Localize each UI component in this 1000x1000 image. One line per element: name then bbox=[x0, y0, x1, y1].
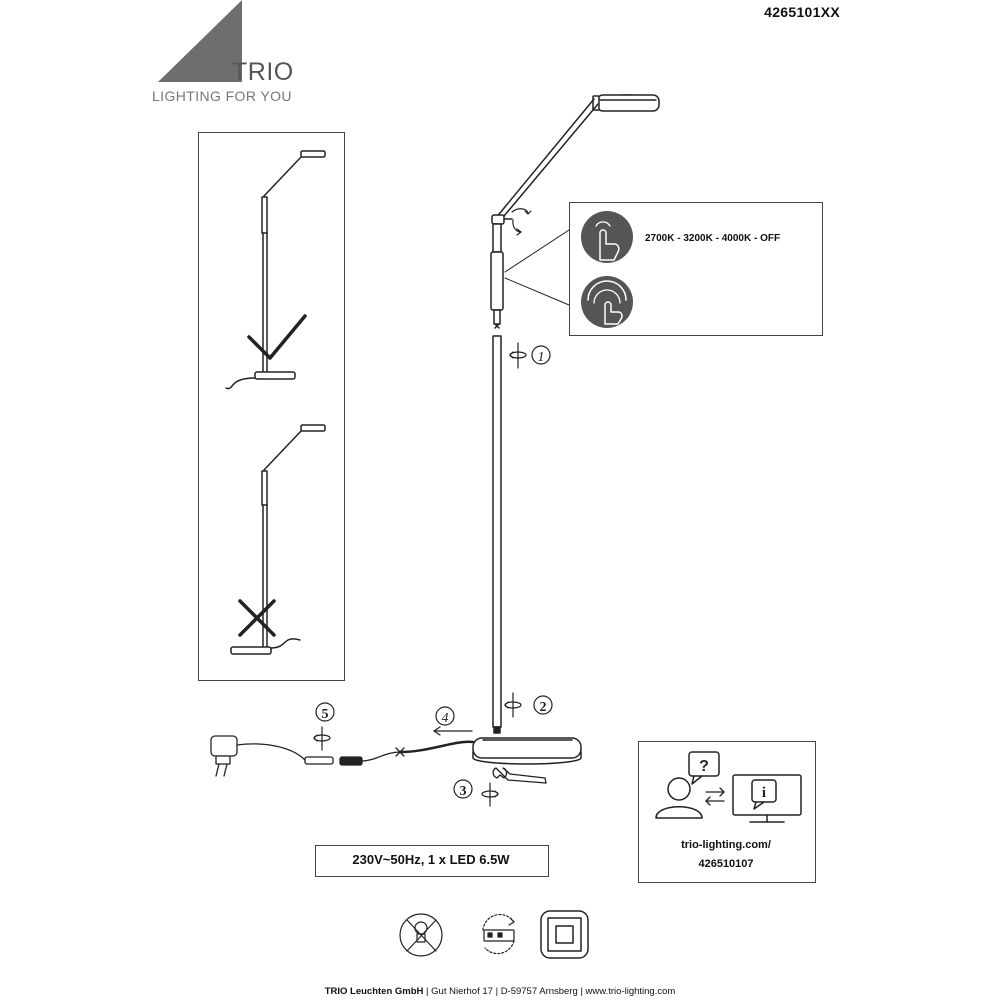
online-info-box bbox=[638, 741, 816, 883]
touch-swipe-dim-icon bbox=[581, 276, 633, 328]
support-url-line2[interactable]: 426510107 bbox=[698, 858, 754, 870]
step-3-number: 3 bbox=[460, 784, 467, 799]
monitor-info-icon bbox=[732, 774, 802, 823]
footer-address: Gut Nierhof 17 bbox=[431, 986, 493, 997]
support-url[interactable]: trio-lighting.com/ 426510107 bbox=[638, 836, 814, 874]
exchange-arrows-icon bbox=[705, 787, 725, 806]
step-1-icon bbox=[509, 342, 551, 369]
led-not-replaceable-icon bbox=[399, 913, 443, 957]
step-1-number: 1 bbox=[538, 350, 545, 365]
step-3-icon bbox=[453, 779, 499, 807]
cable-connector bbox=[304, 740, 475, 766]
color-temperature-options: 2700K - 3200K - 4000K - OFF bbox=[645, 233, 781, 244]
trio-logo-triangle bbox=[158, 0, 242, 82]
rotate-arrow-icon bbox=[511, 208, 532, 236]
step-2-icon bbox=[504, 692, 553, 718]
cross-mark-icon bbox=[238, 599, 276, 637]
support-url-line1[interactable]: trio-lighting.com/ bbox=[681, 839, 771, 851]
check-mark-icon bbox=[247, 314, 307, 360]
power-adapter bbox=[210, 735, 306, 777]
footer-company: TRIO Leuchten GmbH bbox=[324, 986, 424, 997]
step-5-number: 5 bbox=[322, 707, 329, 722]
touch-tap-icon bbox=[581, 211, 633, 263]
switch-callout-lines bbox=[504, 229, 570, 306]
logo-name: TRIO bbox=[232, 58, 294, 86]
step-4-number: 4 bbox=[442, 711, 449, 726]
correct-placement-panel bbox=[198, 132, 345, 407]
user-question-icon bbox=[655, 751, 720, 819]
wrench-icon bbox=[492, 767, 547, 784]
footer-separator: | bbox=[426, 986, 429, 997]
step-4-icon bbox=[433, 706, 473, 736]
step-5-icon bbox=[313, 702, 335, 751]
footer-website[interactable]: www.trio-lighting.com bbox=[585, 986, 676, 997]
wrong-placement-panel bbox=[198, 405, 345, 681]
footer-city: D-59757 Arnsberg bbox=[500, 986, 578, 997]
floor-lamp bbox=[472, 94, 660, 765]
rotate-driver-icon bbox=[482, 913, 515, 955]
product-code: 4265101XX bbox=[764, 4, 840, 20]
footer-separator: | bbox=[580, 986, 583, 997]
footer: TRIO Leuchten GmbH | Gut Nierhof 17 | D-… bbox=[0, 986, 1000, 997]
electrical-specs: 230V~50Hz, 1 x LED 6.5W bbox=[352, 852, 510, 867]
step-2-number: 2 bbox=[540, 700, 547, 715]
double-insulation-icon bbox=[540, 910, 589, 959]
spec-box bbox=[315, 845, 549, 877]
question-mark-glyph: ? bbox=[699, 758, 709, 775]
info-glyph: i bbox=[762, 785, 766, 801]
footer-separator: | bbox=[495, 986, 499, 997]
small-lamp-wrong bbox=[230, 424, 326, 655]
logo-tagline: LIGHTING FOR YOU bbox=[152, 88, 292, 104]
